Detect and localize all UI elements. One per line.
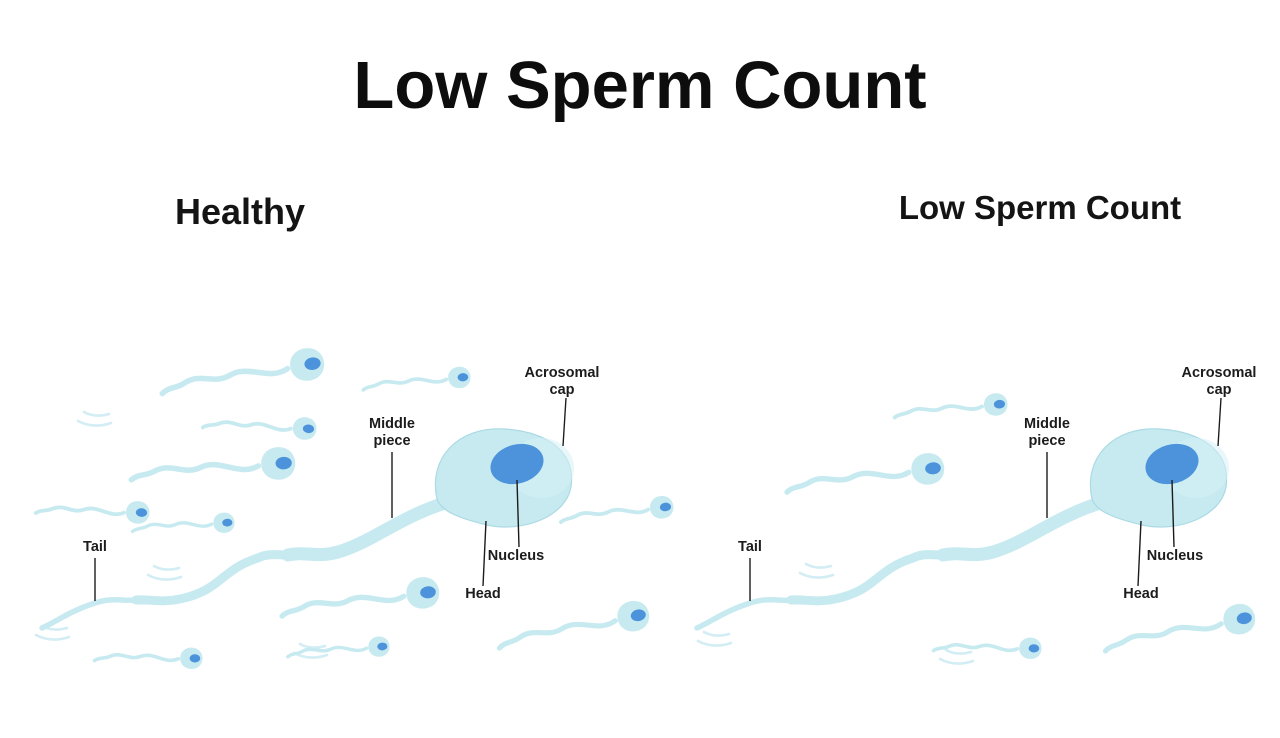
label-text-middle-1: Middle [1024, 416, 1070, 432]
small-sperm [33, 493, 152, 527]
label-text-middle-2: piece [373, 433, 410, 449]
diagram-title: Low Sperm Count [353, 48, 926, 123]
small-sperm [285, 634, 392, 664]
labels-left: Acrosomal cap Middle piece Nucleus Head … [83, 365, 599, 602]
small-sperm [495, 598, 651, 655]
motion-arc [696, 630, 733, 647]
label-head: Head [1123, 520, 1159, 602]
label-text-tail: Tail [83, 539, 107, 555]
label-nucleus: Nucleus [488, 479, 544, 564]
motion-arc [938, 648, 975, 665]
leader-line-nucleus [1171, 479, 1175, 548]
small-sperm [1101, 601, 1257, 658]
label-tail: Tail [83, 539, 107, 601]
label-text-nucleus: Nucleus [1147, 548, 1203, 564]
motion-arc [798, 562, 835, 579]
leader-line-nucleus [516, 479, 520, 548]
small-sperm [200, 408, 320, 443]
label-tail: Tail [738, 539, 762, 601]
label-text-acrosomal-2: cap [550, 382, 575, 398]
healthy-heading: Healthy [175, 191, 305, 232]
small-sperm [159, 346, 327, 401]
label-text-tail: Tail [738, 539, 762, 555]
motion-arc [146, 564, 183, 581]
small-sperm [279, 575, 440, 623]
small-sperm [360, 364, 474, 397]
healthy-sperm-swarm [33, 346, 677, 672]
label-middle-piece: Middle piece [1024, 416, 1070, 518]
small-sperm [557, 493, 677, 530]
small-sperm [130, 446, 296, 487]
label-acrosomal-cap: Acrosomal cap [1182, 365, 1257, 447]
label-text-middle-1: Middle [369, 416, 415, 432]
label-text-middle-2: piece [1028, 433, 1065, 449]
labels-right: Acrosomal cap Middle piece Nucleus Head … [738, 365, 1256, 602]
leader-line-head [482, 520, 487, 587]
label-text-head: Head [465, 586, 500, 602]
label-text-acrosomal-1: Acrosomal [525, 365, 600, 381]
small-sperm [784, 451, 945, 499]
label-text-nucleus: Nucleus [488, 548, 544, 564]
label-nucleus: Nucleus [1147, 479, 1203, 564]
low-count-heading: Low Sperm Count [899, 189, 1181, 226]
small-sperm [92, 642, 205, 672]
leader-line-acrosomal-cap [562, 397, 567, 447]
label-text-acrosomal-1: Acrosomal [1182, 365, 1257, 381]
small-sperm [891, 390, 1011, 425]
leader-line-acrosomal-cap [1217, 397, 1222, 447]
label-acrosomal-cap: Acrosomal cap [525, 365, 600, 447]
small-sperm [931, 632, 1044, 662]
label-text-acrosomal-2: cap [1207, 382, 1232, 398]
leader-line-head [1137, 520, 1142, 587]
label-head: Head [465, 520, 501, 602]
motion-arc [76, 410, 113, 427]
label-middle-piece: Middle piece [369, 416, 415, 518]
label-text-head: Head [1123, 586, 1158, 602]
